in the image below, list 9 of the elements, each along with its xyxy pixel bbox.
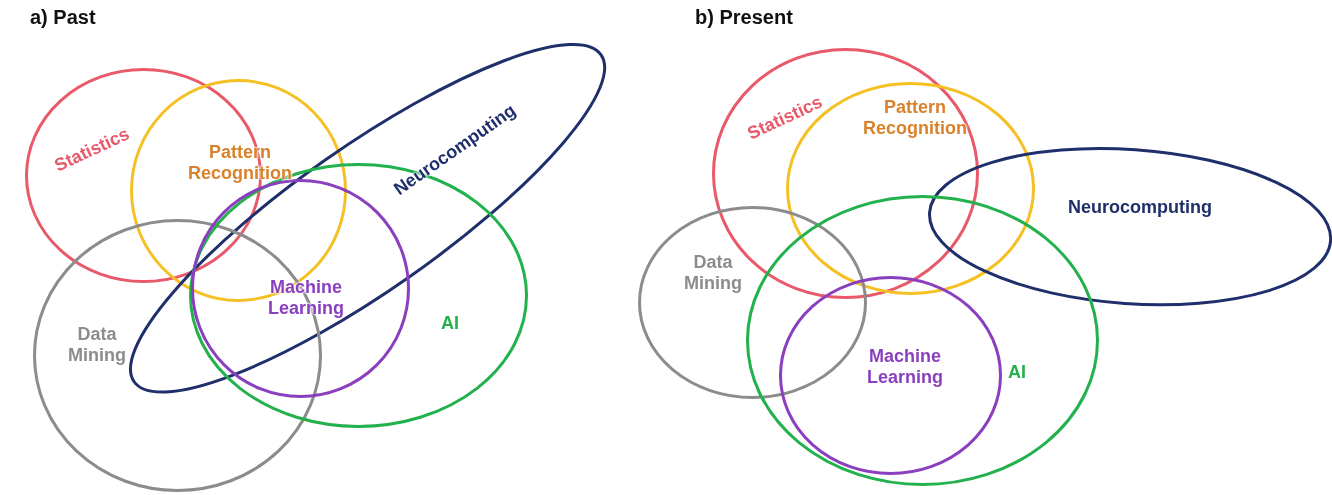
set-label: Data Mining (683, 252, 743, 294)
set-label: Neurocomputing (1068, 196, 1212, 218)
set-label: Pattern Recognition (862, 97, 968, 139)
set-label: AI (1008, 361, 1026, 383)
set-label: AI (441, 312, 459, 334)
panel-heading: b) Present (695, 6, 793, 29)
panel-heading: a) Past (30, 6, 96, 29)
set-label: Machine Learning (866, 346, 944, 388)
set-label: Data Mining (67, 324, 127, 366)
